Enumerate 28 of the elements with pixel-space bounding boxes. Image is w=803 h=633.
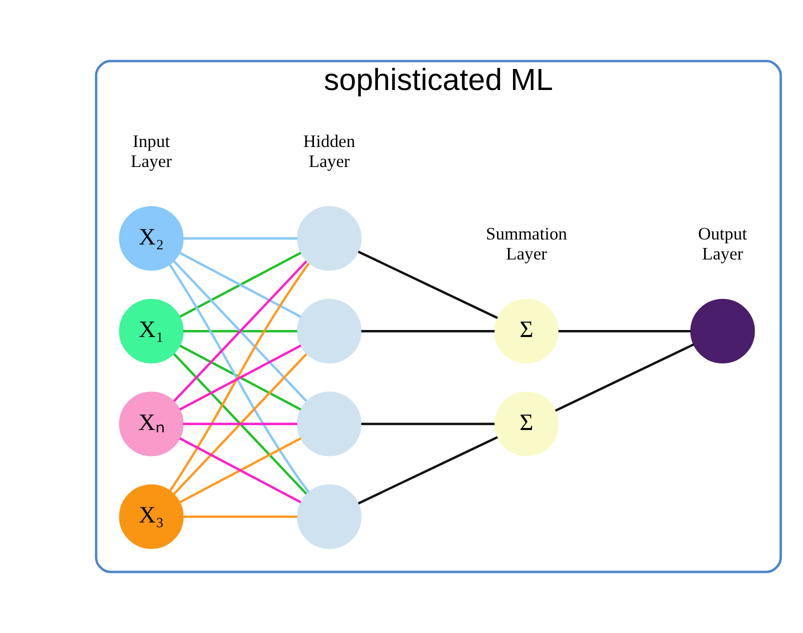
label: Summation Layer <box>485 224 567 264</box>
label: Output Layer <box>698 224 747 264</box>
connector <box>357 436 498 504</box>
node-circle: Σ <box>494 298 558 364</box>
node-circle: Σ <box>494 392 558 456</box>
connector <box>558 330 690 332</box>
node-circle: X₁ <box>118 298 184 364</box>
connector <box>360 422 494 426</box>
node-circle: Xₙ <box>118 392 184 456</box>
node-circle <box>690 298 754 364</box>
node-circle <box>296 206 362 271</box>
connector <box>554 343 694 412</box>
connector <box>178 252 301 318</box>
connector <box>182 330 297 332</box>
node-circle <box>296 392 362 456</box>
connector <box>357 250 498 319</box>
node-circle: X₃ <box>118 484 184 550</box>
connector <box>360 330 494 332</box>
node-circle <box>296 298 362 364</box>
connector <box>172 353 307 495</box>
node-circle: X₂ <box>118 206 184 271</box>
node-circle <box>296 484 362 550</box>
connector <box>182 516 297 518</box>
connector <box>182 422 297 426</box>
connector <box>182 237 297 240</box>
label: Input Layer <box>130 130 172 171</box>
connector <box>178 437 301 504</box>
label: Hidden Layer <box>302 130 355 171</box>
